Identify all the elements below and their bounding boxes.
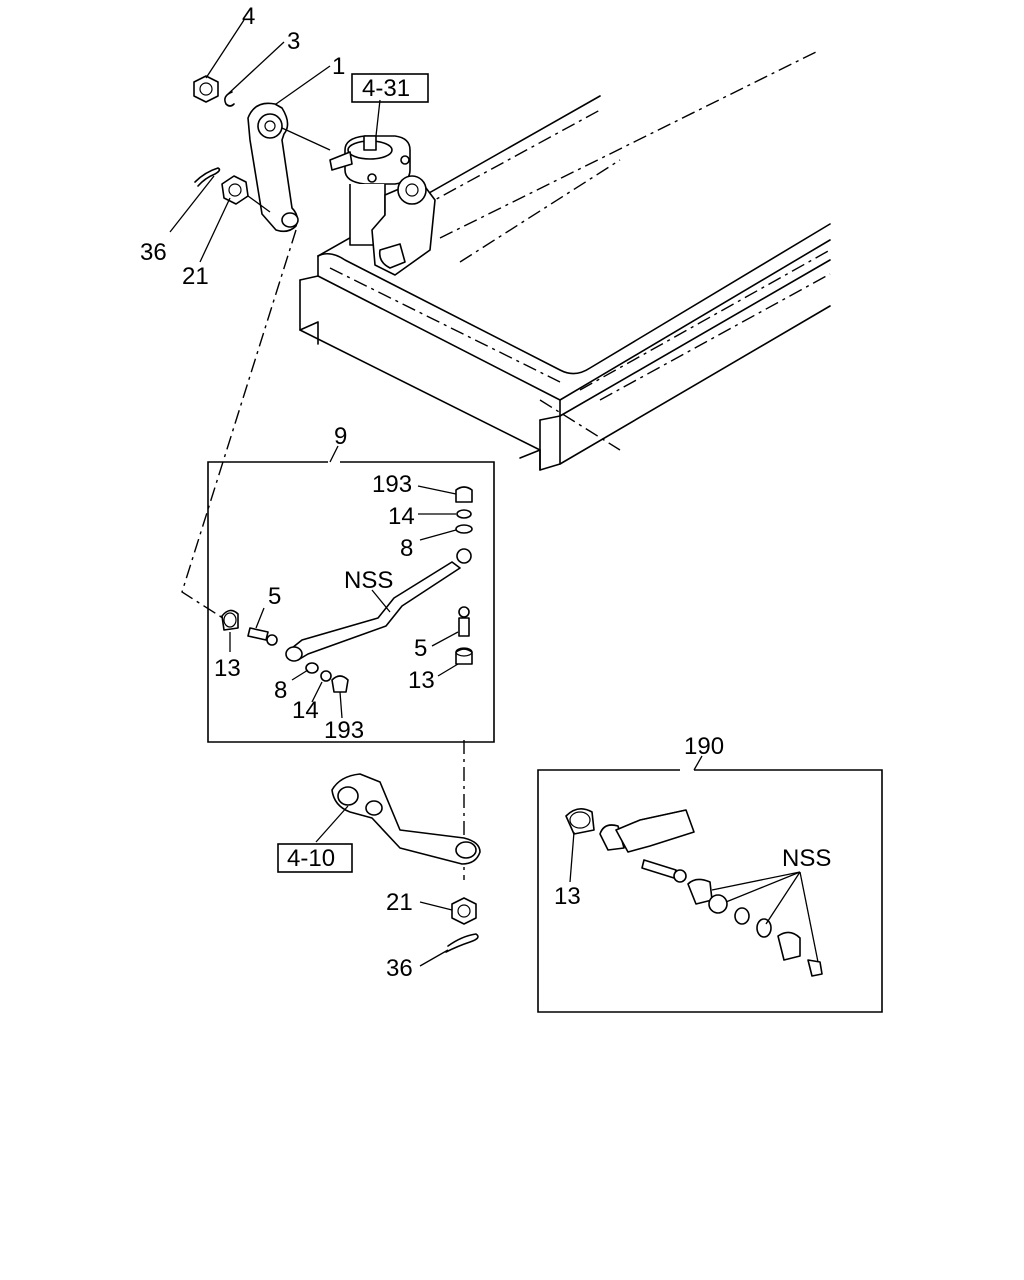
pitman-arm xyxy=(247,102,331,233)
label-8-top: 8 xyxy=(400,535,413,562)
spring-14-bottom xyxy=(320,670,332,682)
label-36-bottom: 36 xyxy=(386,955,413,982)
label-13-right: 13 xyxy=(408,667,435,694)
label-3: 3 xyxy=(287,28,300,55)
ball-stud-5-left xyxy=(247,627,278,646)
cotter-pin-36-top xyxy=(194,167,221,187)
label-1: 1 xyxy=(332,53,345,80)
label-190: 190 xyxy=(684,733,724,760)
seal-8-bottom xyxy=(305,662,319,674)
label-nss-drag-link: NSS xyxy=(344,567,393,594)
label-5-left: 5 xyxy=(268,583,281,610)
bushing-13-right xyxy=(455,647,473,665)
label-13-detail: 13 xyxy=(554,883,581,910)
chassis-frame-rail xyxy=(299,49,831,471)
nut-21-bottom xyxy=(451,897,477,925)
bushing-13-left xyxy=(221,609,239,631)
cotter-pin-36-bottom xyxy=(445,933,479,953)
leader-lines xyxy=(169,19,819,967)
dust-cover-193-top xyxy=(455,486,473,503)
label-8-bottom: 8 xyxy=(274,677,287,704)
nut-21-top xyxy=(221,175,271,213)
ref-box-4-10 xyxy=(277,843,353,873)
label-ref-4-31: 4-31 xyxy=(362,75,410,102)
label-5-right: 5 xyxy=(414,635,427,662)
detail-socket-body xyxy=(599,809,695,853)
detail-ball-stud xyxy=(641,859,687,883)
dust-cover-193-bottom xyxy=(331,675,349,693)
label-ref-4-10: 4-10 xyxy=(287,845,335,872)
ref-box-4-31 xyxy=(351,73,429,103)
seal-8-top xyxy=(455,524,473,534)
label-21-top: 21 xyxy=(182,263,209,290)
steering-gear-box xyxy=(329,135,436,276)
tie-rod-end-detail-box xyxy=(537,769,883,1013)
label-nss-detail: NSS xyxy=(782,845,831,872)
washer-3 xyxy=(224,91,235,107)
label-36-top: 36 xyxy=(140,239,167,266)
label-193-bottom: 193 xyxy=(324,717,364,744)
label-21-bottom: 21 xyxy=(386,889,413,916)
ball-stud-5-right xyxy=(458,606,470,637)
label-9: 9 xyxy=(334,423,347,450)
label-13-left: 13 xyxy=(214,655,241,682)
drag-link-group-box xyxy=(207,461,495,743)
label-193-top: 193 xyxy=(372,471,412,498)
callout-labels: 4 3 1 4-31 36 21 9 193 14 8 NSS 5 13 8 1… xyxy=(140,3,831,982)
idler-arm xyxy=(331,773,481,865)
drag-link-rod xyxy=(285,548,472,662)
detail-bushing-13 xyxy=(565,808,595,835)
assembly-line-1 xyxy=(181,229,297,621)
label-14-bottom: 14 xyxy=(292,697,319,724)
detail-nss-parts xyxy=(687,878,823,977)
label-4: 4 xyxy=(242,3,255,30)
nut-4 xyxy=(193,75,219,103)
spring-14-top xyxy=(456,509,472,519)
label-14-top: 14 xyxy=(388,503,415,530)
